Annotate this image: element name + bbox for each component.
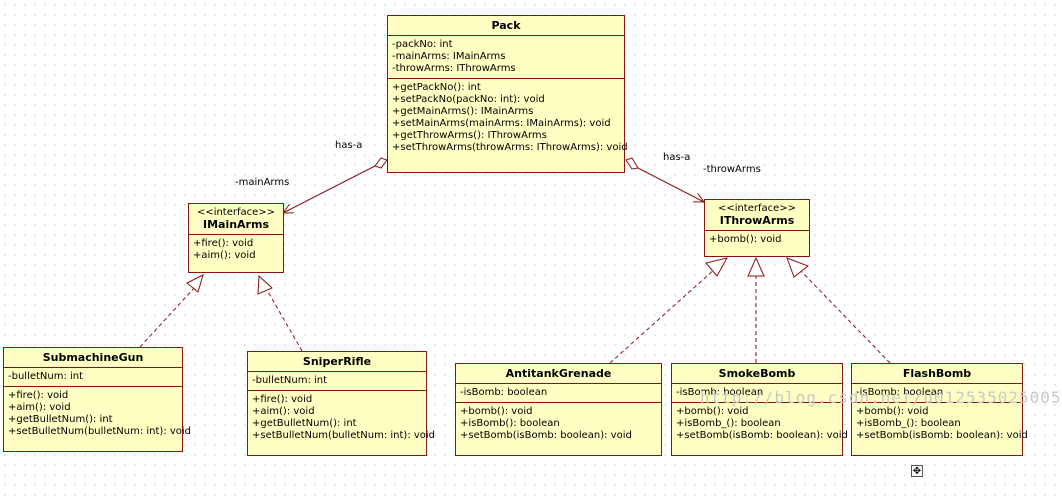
attribute: -isBomb: boolean	[676, 387, 764, 398]
class-flashbomb[interactable]: FlashBomb -isBomb: boolean +bomb(): void…	[851, 363, 1028, 456]
attributes-compartment: -bulletNum: int	[4, 367, 182, 386]
association-main-arms[interactable]	[283, 157, 388, 213]
operation: +fire(): void	[8, 390, 69, 401]
operation: +getBulletNum(): int	[8, 414, 113, 425]
operation: +isBomb(): boolean	[460, 418, 560, 429]
operations-compartment: +fire(): void +aim(): void +getBulletNum…	[4, 386, 192, 441]
operation: +bomb(): void	[709, 234, 782, 245]
operation: +setBomb(isBomb: boolean): void	[460, 430, 632, 441]
attributes-compartment: -isBomb: boolean	[456, 383, 661, 402]
operations-compartment: +fire(): void +aim(): void +getBulletNum…	[248, 390, 436, 445]
operation: +setBomb(isBomb: boolean): void	[856, 430, 1028, 441]
operation: +setMainArms(mainArms: IMainArms): void	[392, 118, 611, 129]
aggregation-diamond-main	[374, 157, 388, 169]
attribute: -packNo: int	[392, 39, 453, 50]
operation: +aim(): void	[193, 250, 256, 261]
operation: +aim(): void	[8, 402, 71, 413]
operation: +getMainArms(): IMainArms	[392, 106, 534, 117]
operations-compartment: +bomb(): void +isBomb_(): boolean +setBo…	[852, 402, 1028, 445]
class-submachinegun[interactable]: SubmachineGun -bulletNum: int +fire(): v…	[3, 347, 192, 452]
stereotype-label: <<interface>>	[196, 207, 276, 218]
operation: +fire(): void	[193, 238, 254, 249]
operation: +isBomb_(): boolean	[676, 418, 781, 429]
aggregation-diamond-throw	[625, 157, 639, 170]
operation: +bomb(): void	[856, 406, 929, 417]
attribute: -bulletNum: int	[252, 375, 328, 386]
attribute: -isBomb: boolean	[460, 387, 548, 398]
operation: +getThrowArms(): IThrowArms	[392, 130, 547, 141]
operations-compartment: +bomb(): void +isBomb(): boolean +setBom…	[456, 402, 661, 445]
stereotype-label: <<interface>>	[717, 203, 797, 214]
attribute: -mainArms: IMainArms	[392, 51, 506, 62]
class-sniperrifle[interactable]: SniperRifle -bulletNum: int +fire(): voi…	[247, 351, 436, 456]
class-name: SmokeBomb	[718, 367, 796, 380]
operation: +setBulletNum(bulletNum: int): void	[8, 426, 192, 437]
class-name: AntitankGrenade	[505, 367, 612, 380]
class-pack[interactable]: Pack -packNo: int -mainArms: IMainArms -…	[387, 15, 628, 173]
class-name: SniperRifle	[302, 355, 372, 368]
role-label-main-arms: -mainArms	[235, 177, 290, 188]
operation: +aim(): void	[252, 406, 315, 417]
operation: +isBomb_(): boolean	[856, 418, 961, 429]
move-handle-icon[interactable]: ✥	[911, 465, 923, 477]
operation: +getBulletNum(): int	[252, 418, 357, 429]
operation: +bomb(): void	[460, 406, 533, 417]
relationship-lines	[139, 157, 891, 364]
realization-flashbomb[interactable]	[786, 257, 891, 364]
operations-compartment: +fire(): void +aim(): void	[189, 234, 283, 265]
operation: +setBulletNum(bulletNum: int): void	[252, 430, 436, 441]
association-name-throw: has-a	[663, 152, 691, 163]
operation: +fire(): void	[252, 394, 313, 405]
attributes-compartment: -packNo: int -mainArms: IMainArms -throw…	[388, 35, 624, 78]
association-name-main: has-a	[335, 140, 363, 151]
interface-imainarms[interactable]: <<interface>> IMainArms +fire(): void +a…	[188, 203, 284, 273]
attribute: -throwArms: IThrowArms	[392, 63, 516, 74]
watermark: http://blog.csdn.net/u012535025005	[700, 388, 1062, 407]
operation: +setThrowArms(throwArms: IThrowArms): vo…	[392, 142, 628, 153]
realization-smokebomb[interactable]	[747, 256, 765, 363]
operation: +getPackNo(): int	[392, 82, 481, 93]
class-antitankgrenade[interactable]: AntitankGrenade -isBomb: boolean +bomb()…	[455, 363, 662, 456]
operation: +setPackNo(packNo: int): void	[392, 94, 545, 105]
class-name: SubmachineGun	[42, 351, 144, 364]
role-label-throw-arms: -throwArms	[703, 164, 761, 175]
attributes-compartment: -bulletNum: int	[248, 371, 426, 390]
interface-name: IMainArms	[202, 218, 269, 231]
class-name: FlashBomb	[902, 367, 972, 380]
interface-ithrowarms[interactable]: <<interface>> IThrowArms +bomb(): void	[704, 199, 810, 257]
operations-compartment: +bomb(): void	[705, 230, 809, 249]
operation: +setBomb(isBomb: boolean): void	[676, 430, 848, 441]
attribute: -bulletNum: int	[8, 371, 84, 382]
class-smokebomb[interactable]: SmokeBomb -isBomb: boolean +bomb(): void…	[671, 363, 848, 456]
attributes-compartment: -isBomb: boolean	[852, 383, 1022, 402]
realization-antitankgrenade[interactable]	[609, 257, 728, 364]
class-name: Pack	[491, 19, 521, 32]
interface-name: IThrowArms	[719, 214, 795, 227]
association-throw-arms[interactable]	[625, 157, 704, 202]
operations-compartment: +getPackNo(): int +setPackNo(packNo: int…	[388, 78, 628, 157]
attributes-compartment: -isBomb: boolean	[672, 383, 842, 402]
operations-compartment: +bomb(): void +isBomb_(): boolean +setBo…	[672, 402, 848, 445]
attribute: -isBomb: boolean	[856, 387, 944, 398]
operation: +bomb(): void	[676, 406, 749, 417]
realization-sniperrifle[interactable]	[257, 274, 303, 352]
realization-submachinegun[interactable]	[139, 274, 204, 348]
